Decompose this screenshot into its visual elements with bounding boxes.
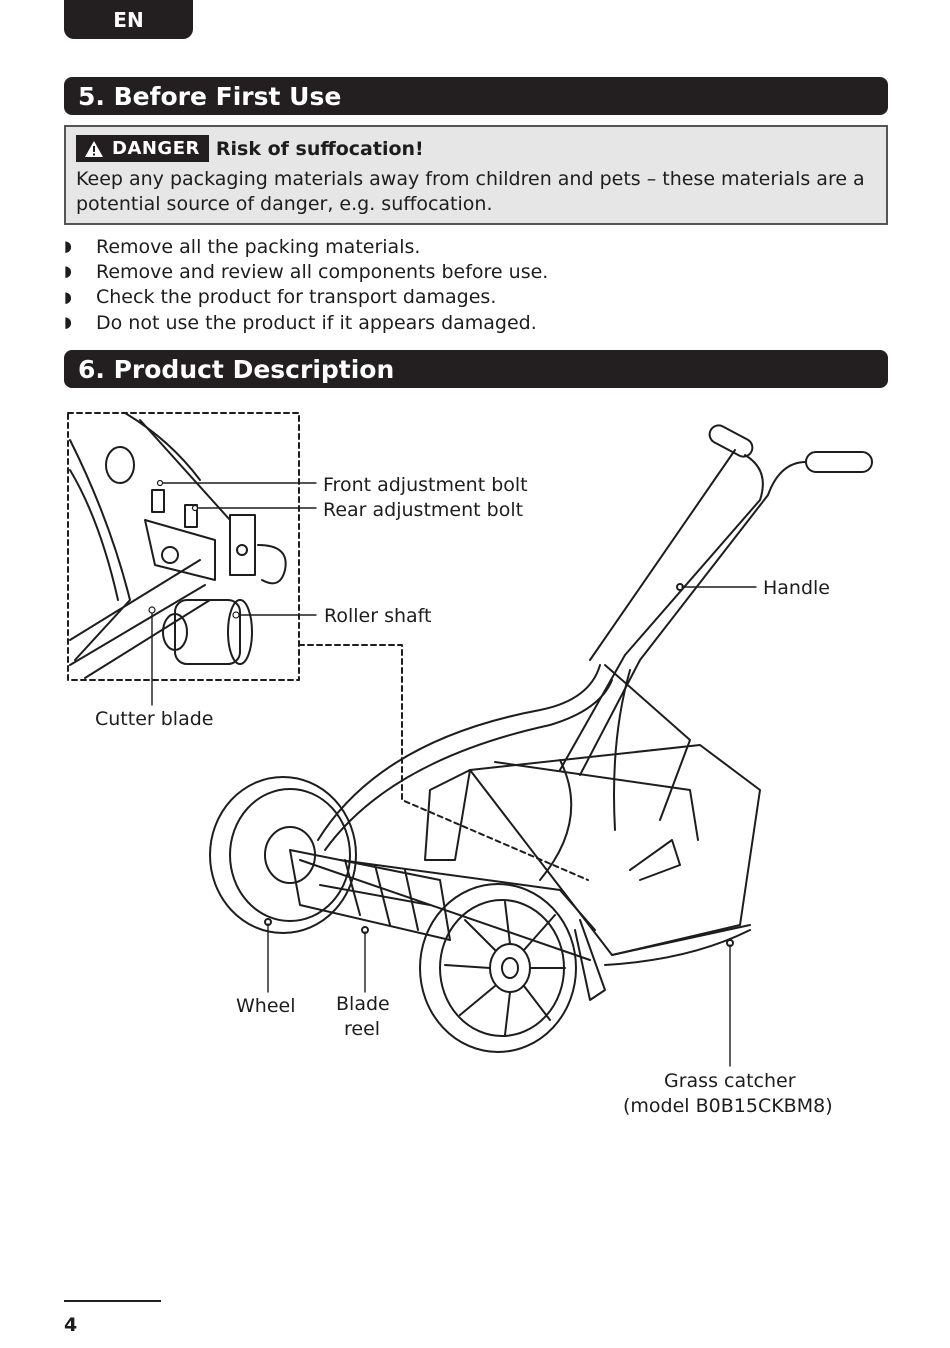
label-front-adjustment-bolt: Front adjustment bolt <box>323 474 528 496</box>
language-tab: EN <box>64 0 193 39</box>
grass-catcher-drawing <box>424 744 761 966</box>
left-wheel-drawing <box>209 776 357 934</box>
label-grass-catcher-line1: Grass catcher <box>664 1070 796 1092</box>
label-handle: Handle <box>763 577 831 599</box>
label-wheel: Wheel <box>236 995 296 1017</box>
label-grass-catcher-line2: (model B0B15CKBM8) <box>623 1095 833 1117</box>
section-heading-before-first-use: 5. Before First Use <box>64 77 888 115</box>
danger-badge: DANGER <box>76 135 209 162</box>
page-number: 4 <box>64 1314 78 1336</box>
danger-text: Keep any packaging materials away from c… <box>76 168 865 215</box>
detail-inset-frame <box>67 412 300 681</box>
lawn-mower-illustration <box>67 412 873 1067</box>
list-item-text: Check the product for transport damages. <box>96 286 497 309</box>
bullet-icon: ◗ <box>64 287 72 306</box>
label-blade-reel-line2: reel <box>344 1018 381 1040</box>
before-use-list: ◗ Remove all the packing materials. ◗ Remo… <box>64 234 548 335</box>
right-wheel-drawing <box>419 883 606 1053</box>
danger-header: DANGER Risk of suffocation! <box>76 134 876 163</box>
list-item: ◗ Do not use the product if it appears da… <box>64 310 548 335</box>
list-item: ◗ Remove and review all components before… <box>64 259 548 284</box>
list-item-text: Remove and review all components before … <box>96 260 549 283</box>
detail-inset-drawing <box>69 412 287 679</box>
section-heading-product-description: 6. Product Description <box>64 350 888 388</box>
list-item-text: Do not use the product if it appears dam… <box>96 311 537 334</box>
bullet-icon: ◗ <box>64 313 72 332</box>
warning-triangle-icon <box>85 140 103 157</box>
label-roller-shaft: Roller shaft <box>324 605 432 627</box>
footer-rule <box>64 1300 161 1302</box>
bullet-icon: ◗ <box>64 237 72 256</box>
label-rear-adjustment-bolt: Rear adjustment bolt <box>323 499 524 521</box>
bullet-icon: ◗ <box>64 262 72 281</box>
label-cutter-blade: Cutter blade <box>95 708 214 730</box>
list-item-text: Remove all the packing materials. <box>96 235 421 258</box>
blade-reel-drawing <box>289 849 451 941</box>
danger-title: Risk of suffocation! <box>215 137 424 160</box>
danger-label: DANGER <box>112 138 200 159</box>
label-blade-reel-line1: Blade <box>336 993 390 1015</box>
handle-drawing <box>559 424 873 831</box>
list-item: ◗ Remove all the packing materials. <box>64 234 548 259</box>
list-item: ◗ Check the product for transport damages… <box>64 285 548 310</box>
callout-lines <box>151 482 757 1067</box>
danger-warning-box: DANGER Risk of suffocation! Keep any pac… <box>64 125 888 225</box>
